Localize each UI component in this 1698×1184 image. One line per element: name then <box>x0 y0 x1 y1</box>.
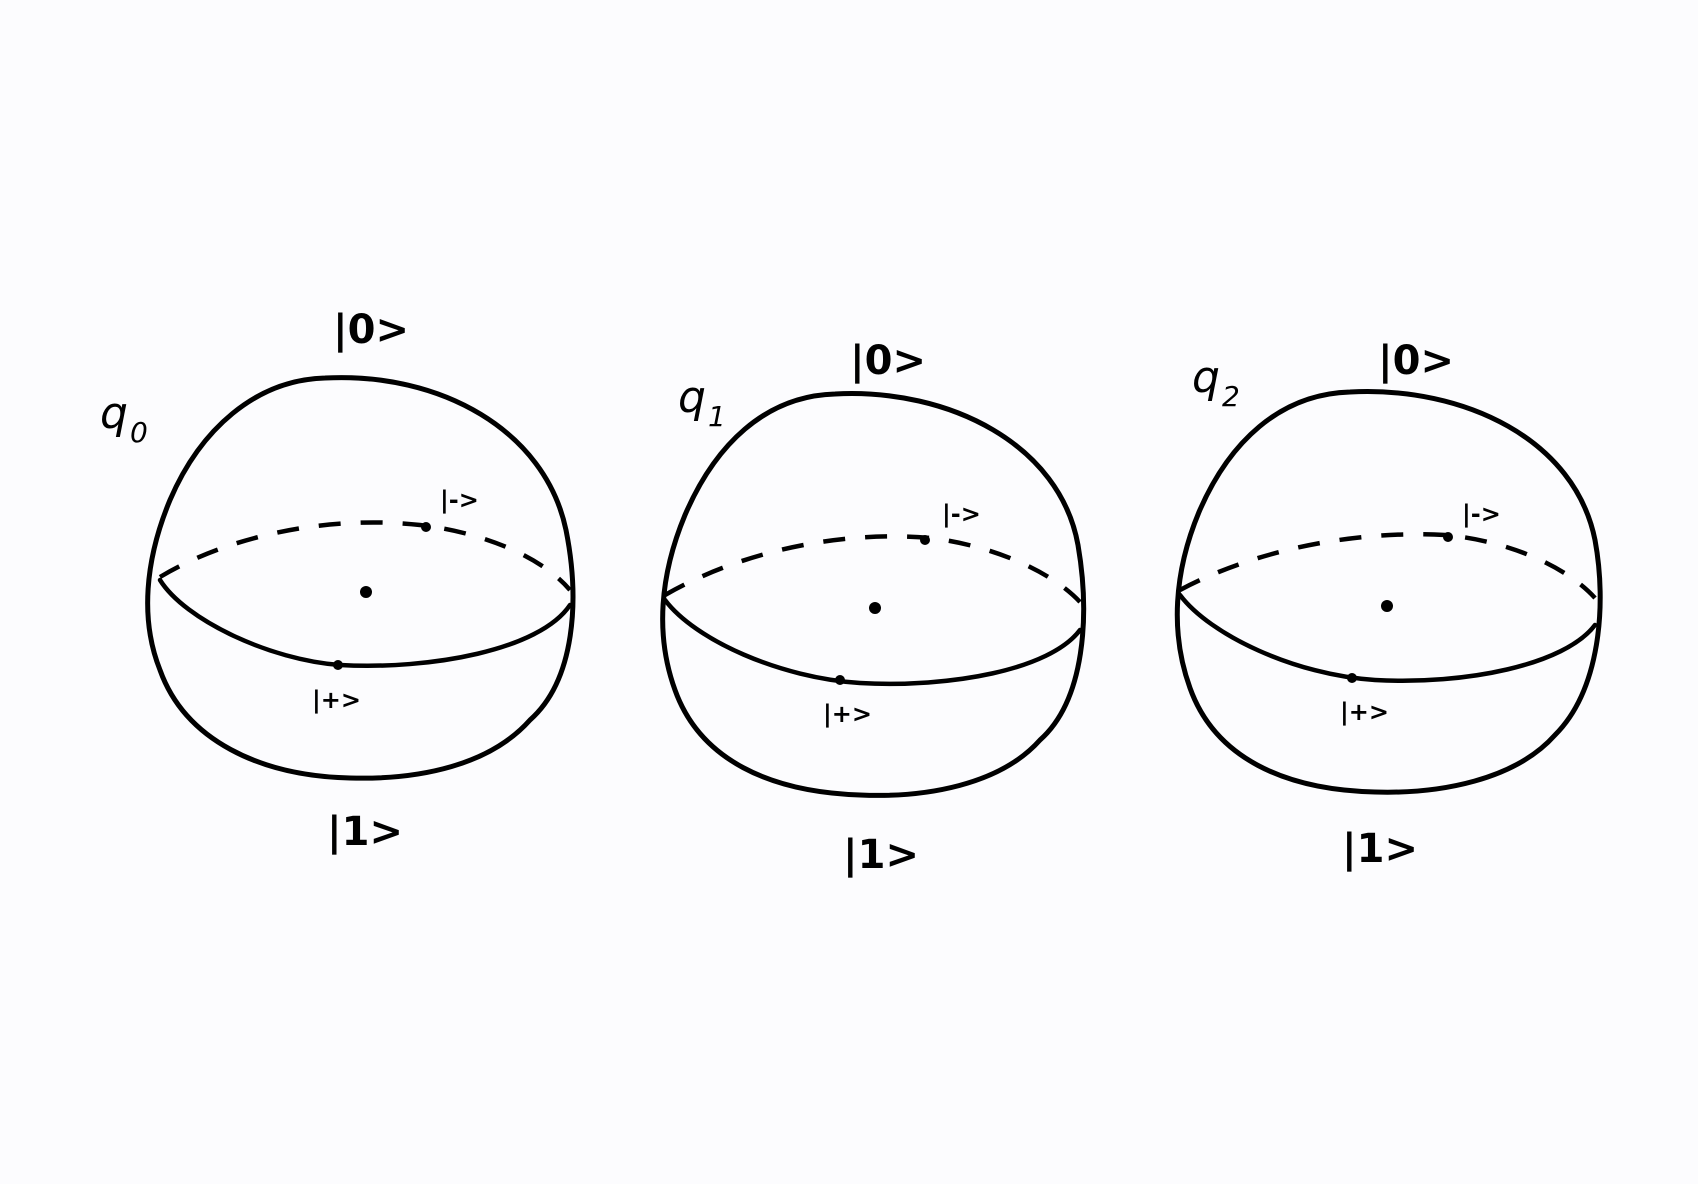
qubit-label: q1 <box>678 372 726 433</box>
qubit-label: q0 <box>100 388 148 449</box>
plus-ket-label: |+> <box>312 686 361 714</box>
equator-back-dashed <box>663 534 1082 604</box>
plus-state-dot <box>1347 673 1357 683</box>
center-dot <box>869 602 881 614</box>
sphere-outline <box>660 391 1087 798</box>
equator-back-dashed <box>1178 532 1597 600</box>
center-dot <box>1381 600 1393 612</box>
minus-state-dot <box>920 535 930 545</box>
bloch-sphere-q1: q1 |0> |1> |+> |-> <box>660 338 1087 879</box>
minus-ket-label: |-> <box>1462 500 1501 528</box>
bottom-ket-label: |1> <box>1342 826 1418 873</box>
bloch-sphere-q2: q2 |0> |1> |+> |-> <box>1174 338 1603 873</box>
bloch-sphere-q0: q0 |0> |1> |+> |-> <box>100 307 576 856</box>
plus-state-dot <box>333 660 343 670</box>
center-dot <box>360 586 372 598</box>
minus-ket-label: |-> <box>440 486 479 514</box>
qubit-label: q2 <box>1192 352 1240 413</box>
top-ket-label: |0> <box>1378 338 1454 385</box>
bottom-ket-label: |1> <box>327 809 403 856</box>
sphere-outline <box>145 375 576 781</box>
equator-front <box>662 597 1083 687</box>
plus-ket-label: |+> <box>1340 698 1389 726</box>
equator-front <box>1177 592 1598 683</box>
plus-ket-label: |+> <box>823 700 872 728</box>
sphere-outline <box>1174 389 1603 795</box>
minus-state-dot <box>421 522 431 532</box>
top-ket-label: |0> <box>850 338 926 385</box>
equator-back-dashed <box>158 520 572 592</box>
minus-ket-label: |-> <box>942 500 981 528</box>
bottom-ket-label: |1> <box>843 832 919 879</box>
top-ket-label: |0> <box>333 307 409 354</box>
plus-state-dot <box>835 675 845 685</box>
minus-state-dot <box>1443 532 1453 542</box>
